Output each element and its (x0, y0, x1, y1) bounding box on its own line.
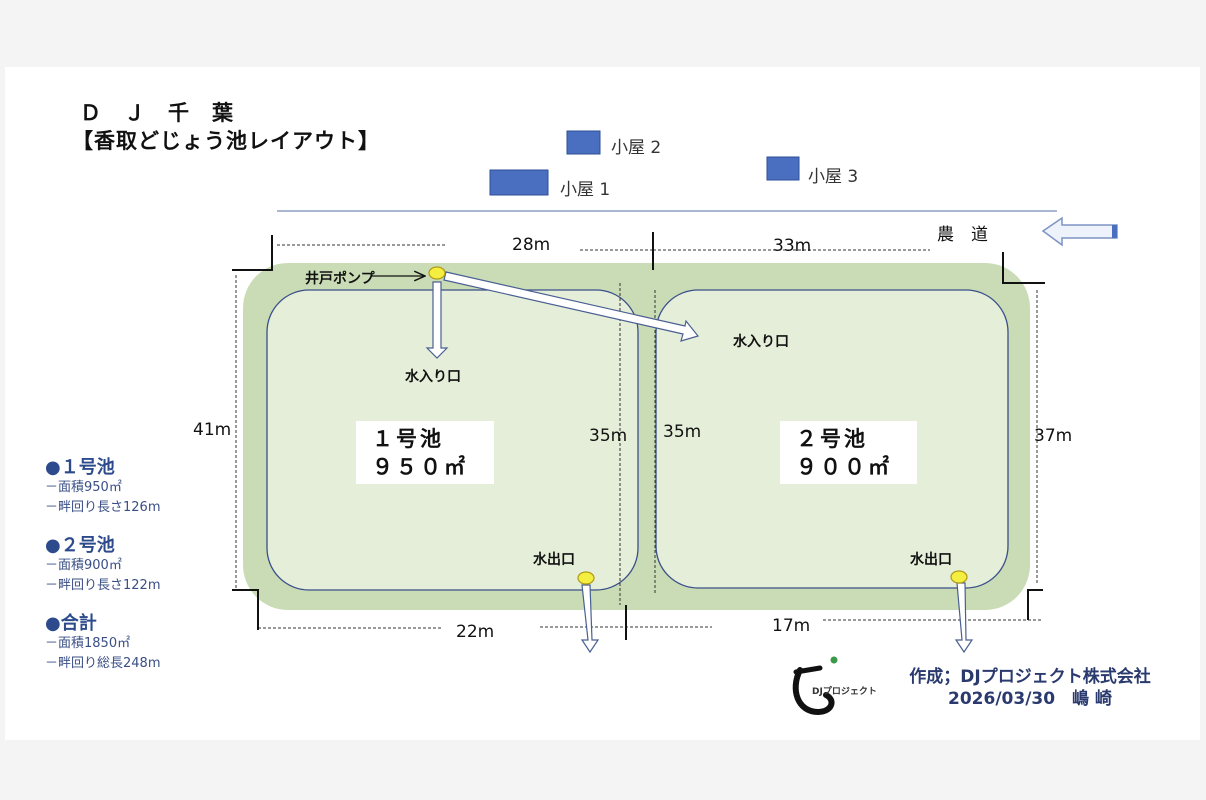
legend-pond1-area: －面積950㎡ (45, 480, 122, 495)
dim-left: 41m (193, 420, 232, 440)
hut-1-label: 小屋 1 (560, 180, 611, 200)
legend-total-heading: ●合計 (45, 613, 97, 634)
dim-pond2-left: 35m (663, 422, 702, 442)
legend-pond1-perimeter: －畔回り長さ126m (45, 500, 161, 515)
legend-pond2-heading: ●２号池 (45, 535, 115, 556)
flow-arrows (425, 271, 974, 654)
hut-3-label: 小屋 3 (808, 167, 859, 187)
hut-1-icon (489, 169, 549, 196)
pond-2-area: ９００㎡ (796, 455, 892, 479)
road-direction-arrow-icon (1041, 216, 1118, 247)
road-label: 農 道 (937, 225, 988, 245)
dim-bottom-right: 17m (772, 616, 811, 636)
title-line-1: Ｄ Ｊ 千 葉 (80, 101, 234, 125)
legend-pond2-area: －面積900㎡ (45, 558, 122, 573)
pond-1-name: １号池 (372, 427, 444, 451)
dim-bottom-left: 22m (456, 622, 495, 642)
credit-date: 2026/03/30 嶋 崎 (948, 689, 1112, 709)
legend-pond2-perimeter: －畔回り長さ122m (45, 578, 161, 593)
legend-total-area: －面積1850㎡ (45, 636, 131, 651)
valve-icons (428, 266, 968, 585)
credit: 作成；DJプロジェクト株式会社 2026/03/30 嶋 崎 (905, 666, 1155, 710)
pond-2-name: ２号池 (796, 427, 868, 451)
hut-2-icon (566, 130, 601, 155)
outlet-1-label: 水出口 (533, 552, 575, 568)
outlet-2-label: 水出口 (910, 552, 952, 568)
corner-markers (232, 232, 1045, 640)
inlet-1-label: 水入り口 (405, 369, 461, 385)
title-line-2: 【香取どじょう池レイアウト】 (72, 129, 380, 153)
legend-total-perimeter: －畔回り総長248m (45, 656, 161, 671)
legend-pond1-heading: ●１号池 (45, 457, 115, 478)
dim-top-left: 28m (512, 235, 551, 255)
dim-top-right: 33m (773, 236, 812, 256)
dj-project-logo (792, 656, 838, 716)
dim-pond1-right: 35m (589, 426, 628, 446)
pond-2-label-box: ２号池 ９００㎡ (780, 421, 917, 484)
credit-author: 作成；DJプロジェクト株式会社 (909, 667, 1151, 687)
pond-1-label-box: １号池 ９５０㎡ (356, 421, 494, 484)
pump-label: 井戸ポンプ (305, 271, 375, 287)
hut-2-label: 小屋 2 (611, 138, 662, 158)
pond-1-area: ９５０㎡ (372, 455, 468, 479)
inlet-2-label: 水入り口 (733, 334, 789, 350)
hut-3-icon (766, 156, 800, 181)
legend: ●１号池 －面積950㎡ －畔回り長さ126m ●２号池 －面積900㎡ －畔回… (45, 458, 160, 674)
dim-right: 37m (1034, 426, 1073, 446)
logo-text: DJプロジェクト (812, 687, 877, 697)
